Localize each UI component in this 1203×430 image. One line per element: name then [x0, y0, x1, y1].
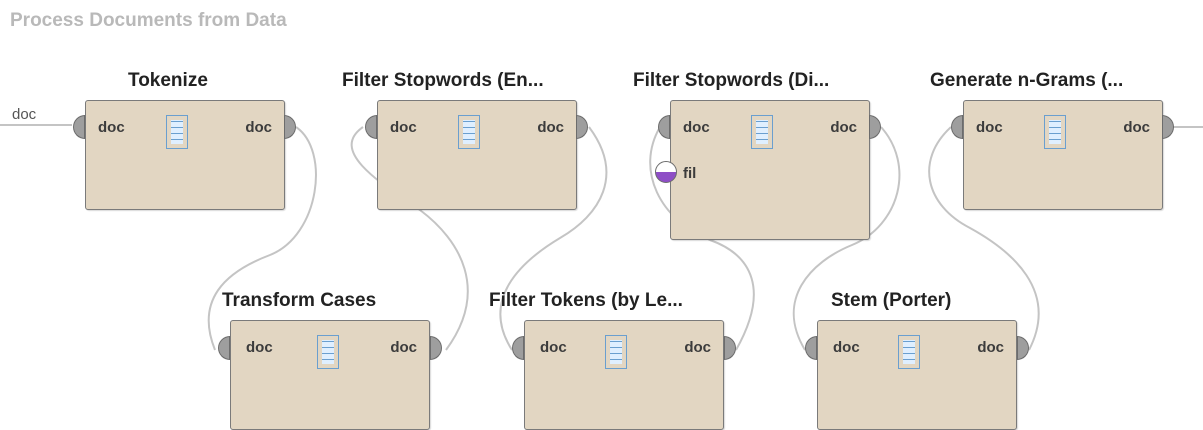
process-title: Process Documents from Data — [10, 10, 287, 31]
output-port-label: doc — [830, 119, 857, 136]
document-icon — [1044, 115, 1066, 149]
wire-stem-ngrams[interactable] — [928, 126, 1040, 351]
operator-filter-stopwords-dict[interactable]: doc doc fil — [670, 100, 870, 240]
wire-filterstop-di-stem[interactable] — [792, 126, 901, 351]
input-port-label: doc — [98, 119, 125, 136]
operator-filter-tokens-length[interactable]: doc doc — [524, 320, 724, 430]
output-port-label: doc — [537, 119, 564, 136]
process-input-port-label: doc — [12, 106, 37, 123]
operator-generate-ngrams[interactable]: doc doc — [963, 100, 1163, 210]
input-port-label: doc — [390, 119, 417, 136]
operator-filter-stopwords-en[interactable]: doc doc — [377, 100, 577, 210]
operator-name-tokenize: Tokenize — [128, 70, 208, 91]
operator-name-generate-ngrams: Generate n-Grams (... — [930, 70, 1124, 91]
operator-tokenize[interactable]: doc doc — [85, 100, 285, 210]
operator-name-filter-tokens-length: Filter Tokens (by Le... — [489, 290, 683, 311]
document-icon — [317, 335, 339, 369]
input-port-label: doc — [976, 119, 1003, 136]
document-icon — [898, 335, 920, 369]
wire-transform-filterstop-en[interactable] — [350, 126, 469, 351]
output-port-label: doc — [1123, 119, 1150, 136]
input-port-label: doc — [683, 119, 710, 136]
document-icon — [458, 115, 480, 149]
wire-tokenize-transform[interactable] — [207, 126, 317, 351]
document-icon — [605, 335, 627, 369]
operator-transform-cases[interactable]: doc doc — [230, 320, 430, 430]
output-port-label: doc — [245, 119, 272, 136]
operator-name-filter-stopwords-en: Filter Stopwords (En... — [342, 70, 544, 91]
document-icon — [166, 115, 188, 149]
input-port-label: doc — [540, 339, 567, 356]
input-port-label: doc — [833, 339, 860, 356]
operator-name-stem-porter: Stem (Porter) — [831, 290, 952, 311]
file-port-icon[interactable] — [655, 161, 677, 183]
output-port-label: doc — [390, 339, 417, 356]
wire-filterstop-en-filtertokens[interactable] — [499, 126, 608, 351]
input-port-label: doc — [246, 339, 273, 356]
document-icon — [751, 115, 773, 149]
output-port-label: doc — [977, 339, 1004, 356]
operator-name-filter-stopwords-dict: Filter Stopwords (Di... — [633, 70, 830, 91]
output-port-label: doc — [684, 339, 711, 356]
file-port-label: fil — [683, 165, 697, 182]
wire-filtertokens-filterstop-di[interactable] — [649, 126, 755, 351]
operator-name-transform-cases: Transform Cases — [222, 290, 377, 311]
operator-stem-porter[interactable]: doc doc — [817, 320, 1017, 430]
